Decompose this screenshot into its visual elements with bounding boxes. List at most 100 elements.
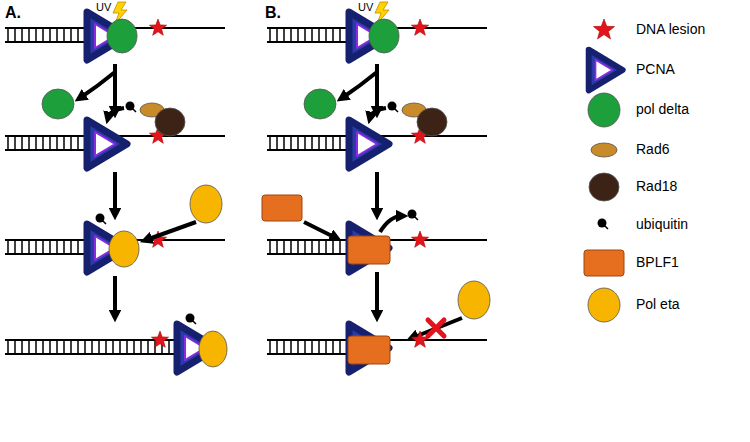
dna-base-pair [311, 28, 313, 42]
dna-base-pair [91, 340, 93, 354]
dna-base-pair [325, 340, 327, 354]
legend-swatch [588, 93, 620, 127]
dna-base-pair [140, 340, 142, 354]
dna-base-pair [63, 136, 65, 150]
dna-base-pair [28, 136, 30, 150]
legend-swatch [591, 143, 617, 157]
dna-base-pair [28, 340, 30, 354]
pol-delta-released [304, 89, 336, 119]
dna-base-pair [49, 240, 51, 254]
dna-base-pair [14, 240, 16, 254]
dna-base-pair [269, 340, 271, 354]
dna-base-pair [7, 136, 9, 150]
dna-base-pair [311, 240, 313, 254]
dna-base-pair [297, 136, 299, 150]
dna-base-pair [56, 136, 58, 150]
dna-base-pair [84, 340, 86, 354]
dna-lesion-star [411, 331, 428, 347]
dna-base-pair [119, 340, 121, 354]
pcna-inner [596, 60, 613, 80]
dna-base-pair [318, 136, 320, 150]
dna-base-pair [332, 136, 334, 150]
dna-base-pair [304, 136, 306, 150]
dna-base-pair [339, 28, 341, 42]
legend-text: Rad18 [636, 179, 677, 194]
ubiquitin [96, 214, 105, 223]
pcna-ring [589, 50, 623, 91]
process-arrow [304, 222, 336, 238]
pol-eta-free [190, 185, 222, 223]
dna-base-pair [276, 136, 278, 150]
dna-base-pair [77, 240, 79, 254]
legend-text: Pol eta [636, 297, 680, 312]
dna-base-pair [35, 240, 37, 254]
dna-base-pair [14, 340, 16, 354]
blocked-cross [428, 320, 444, 336]
dna-base-pair [325, 28, 327, 42]
legend-text: DNA lesion [636, 22, 705, 37]
dna-base-pair [49, 340, 51, 354]
dna-base-pair [49, 136, 51, 150]
dna-lesion-star [411, 231, 428, 247]
legend-text: ubiquitin [636, 217, 688, 232]
dna-base-pair [28, 240, 30, 254]
dna-base-pair [283, 240, 285, 254]
dna-base-pair [42, 136, 44, 150]
process-arrow [146, 222, 196, 240]
dna-base-pair [126, 340, 128, 354]
dna-base-pair [290, 136, 292, 150]
legend-text: PCNA [636, 62, 675, 77]
dna-base-pair [290, 240, 292, 254]
dna-base-pair [28, 28, 30, 42]
dna-base-pair [269, 240, 271, 254]
pol-eta [199, 331, 227, 367]
pcna-ring [349, 324, 389, 372]
dna-base-pair [112, 340, 114, 354]
dna-base-pair [339, 240, 341, 254]
dna-lesion-star [149, 19, 166, 35]
dna-base-pair [283, 28, 285, 42]
ubiquitin [408, 210, 417, 219]
dna-base-pair [7, 240, 9, 254]
pcna-ring [87, 120, 127, 168]
process-arrow [80, 72, 115, 98]
dna-base-pair [332, 240, 334, 254]
dna-base-pair [21, 340, 23, 354]
dna-base-pair [276, 340, 278, 354]
legend-swatch [589, 173, 619, 201]
dna-base-pair [297, 340, 299, 354]
dna-base-pair [269, 28, 271, 42]
pol-delta [369, 19, 399, 53]
dna-base-pair [42, 240, 44, 254]
uv-label: UV [358, 1, 373, 13]
dna-base-pair [63, 28, 65, 42]
process-arrow [375, 272, 379, 316]
dna-base-pair [297, 28, 299, 42]
pcna-inner [95, 132, 115, 156]
dna-lesion-star [151, 331, 168, 347]
dna-base-pair [269, 136, 271, 150]
dna-base-pair [105, 340, 107, 354]
pol-eta [109, 231, 139, 267]
dna-base-pair [283, 340, 285, 354]
dna-base-pair [318, 340, 320, 354]
dna-base-pair [14, 136, 16, 150]
dna-base-pair [311, 340, 313, 354]
dna-base-pair [49, 28, 51, 42]
dna-base-pair [276, 240, 278, 254]
process-arrow [380, 216, 402, 232]
rad18 [155, 108, 185, 136]
dna-base-pair [56, 340, 58, 354]
dna-base-pair [304, 240, 306, 254]
dna-base-pair [42, 28, 44, 42]
process-arrow [113, 172, 117, 214]
dna-base-pair [70, 136, 72, 150]
pcna-inner [357, 132, 377, 156]
dna-base-pair [325, 136, 327, 150]
dna-base-pair [332, 340, 334, 354]
dna-base-pair [70, 340, 72, 354]
dna-base-pair [98, 340, 100, 354]
dna-base-pair [168, 340, 170, 354]
bplf1-protein [348, 236, 390, 264]
dna-base-pair [42, 340, 44, 354]
